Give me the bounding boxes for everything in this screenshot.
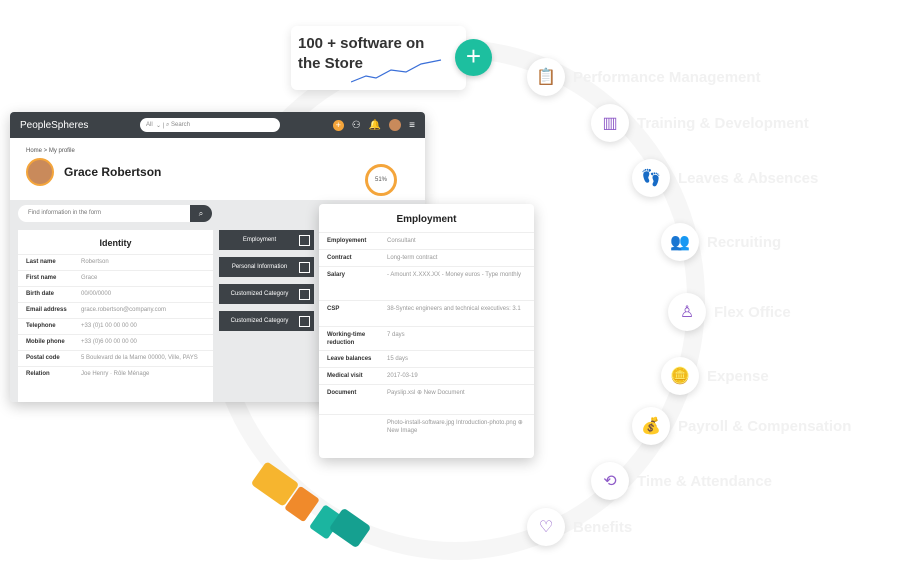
- money-bag-icon: 💰: [632, 407, 670, 445]
- module-performance[interactable]: 📋Performance Management: [527, 58, 761, 96]
- people-icon: 👥: [661, 223, 699, 261]
- search-button[interactable]: ⌕: [190, 205, 212, 222]
- profile-avatar: [26, 158, 54, 186]
- module-expense[interactable]: 🪙Expense: [661, 357, 769, 395]
- user-icon[interactable]: ⚇: [351, 119, 361, 131]
- page-title: Grace Robertson: [64, 165, 162, 179]
- table-row: Salary- Amount X.XXX.XX - Money euros - …: [319, 266, 534, 300]
- module-time[interactable]: ⟲Time & Attendance: [591, 462, 772, 500]
- trend-line-icon: [351, 59, 442, 83]
- module-training[interactable]: ▥Training & Development: [591, 104, 809, 142]
- table-row: Telephone+33 (0)1 00 00 00 00: [18, 318, 213, 334]
- org-icon: ♙: [668, 293, 706, 331]
- heart-icon: ♡: [527, 508, 565, 546]
- search-icon: ⌕: [165, 121, 170, 128]
- logo: PeopleSpheres: [20, 119, 89, 131]
- store-card[interactable]: 100 + software on the Store: [291, 26, 466, 90]
- find-input[interactable]: Find information in the form: [18, 205, 210, 222]
- menu-icon[interactable]: ≡: [409, 119, 415, 131]
- avatar[interactable]: [389, 119, 402, 131]
- coins-icon: 🪙: [661, 357, 699, 395]
- add-icon[interactable]: +: [332, 119, 344, 131]
- employment-title: Employment: [396, 214, 457, 225]
- store-title: 100 + software on the Store: [298, 35, 425, 72]
- plug-illustration-icon: [252, 462, 370, 547]
- search-input[interactable]: All ⌄ | ⌕ Search: [140, 118, 280, 132]
- identity-title: Identity: [99, 238, 132, 248]
- add-store-button[interactable]: +: [455, 39, 492, 76]
- category-custom-2[interactable]: Customized Category: [219, 311, 314, 331]
- profile-progress: 51%: [365, 164, 397, 196]
- category-employment[interactable]: Employment: [219, 230, 314, 250]
- clock-icon: ⟲: [591, 462, 629, 500]
- module-benefits[interactable]: ♡Benefits: [527, 508, 632, 546]
- category-personal[interactable]: Personal Information: [219, 257, 314, 277]
- clipboard-icon: 📋: [527, 58, 565, 96]
- module-recruiting[interactable]: 👥Recruiting: [661, 223, 781, 261]
- table-row: Photo-install-software.jpg Introduction-…: [319, 414, 534, 450]
- module-flex-office[interactable]: ♙Flex Office: [668, 293, 791, 331]
- table-row: Mobile phone+33 (0)6 00 00 00 00: [18, 334, 213, 350]
- book-icon: ▥: [591, 104, 629, 142]
- module-leaves[interactable]: 👣Leaves & Absences: [632, 159, 818, 197]
- footprints-icon: 👣: [632, 159, 670, 197]
- breadcrumb[interactable]: Home > My profile: [26, 148, 75, 154]
- top-bar: PeopleSpheres All ⌄ | ⌕ Search + ⚇ 🔔 ≡: [10, 112, 425, 138]
- category-custom-1[interactable]: Customized Category: [219, 284, 314, 304]
- module-payroll[interactable]: 💰Payroll & Compensation: [632, 407, 851, 445]
- bell-icon[interactable]: 🔔: [368, 119, 382, 131]
